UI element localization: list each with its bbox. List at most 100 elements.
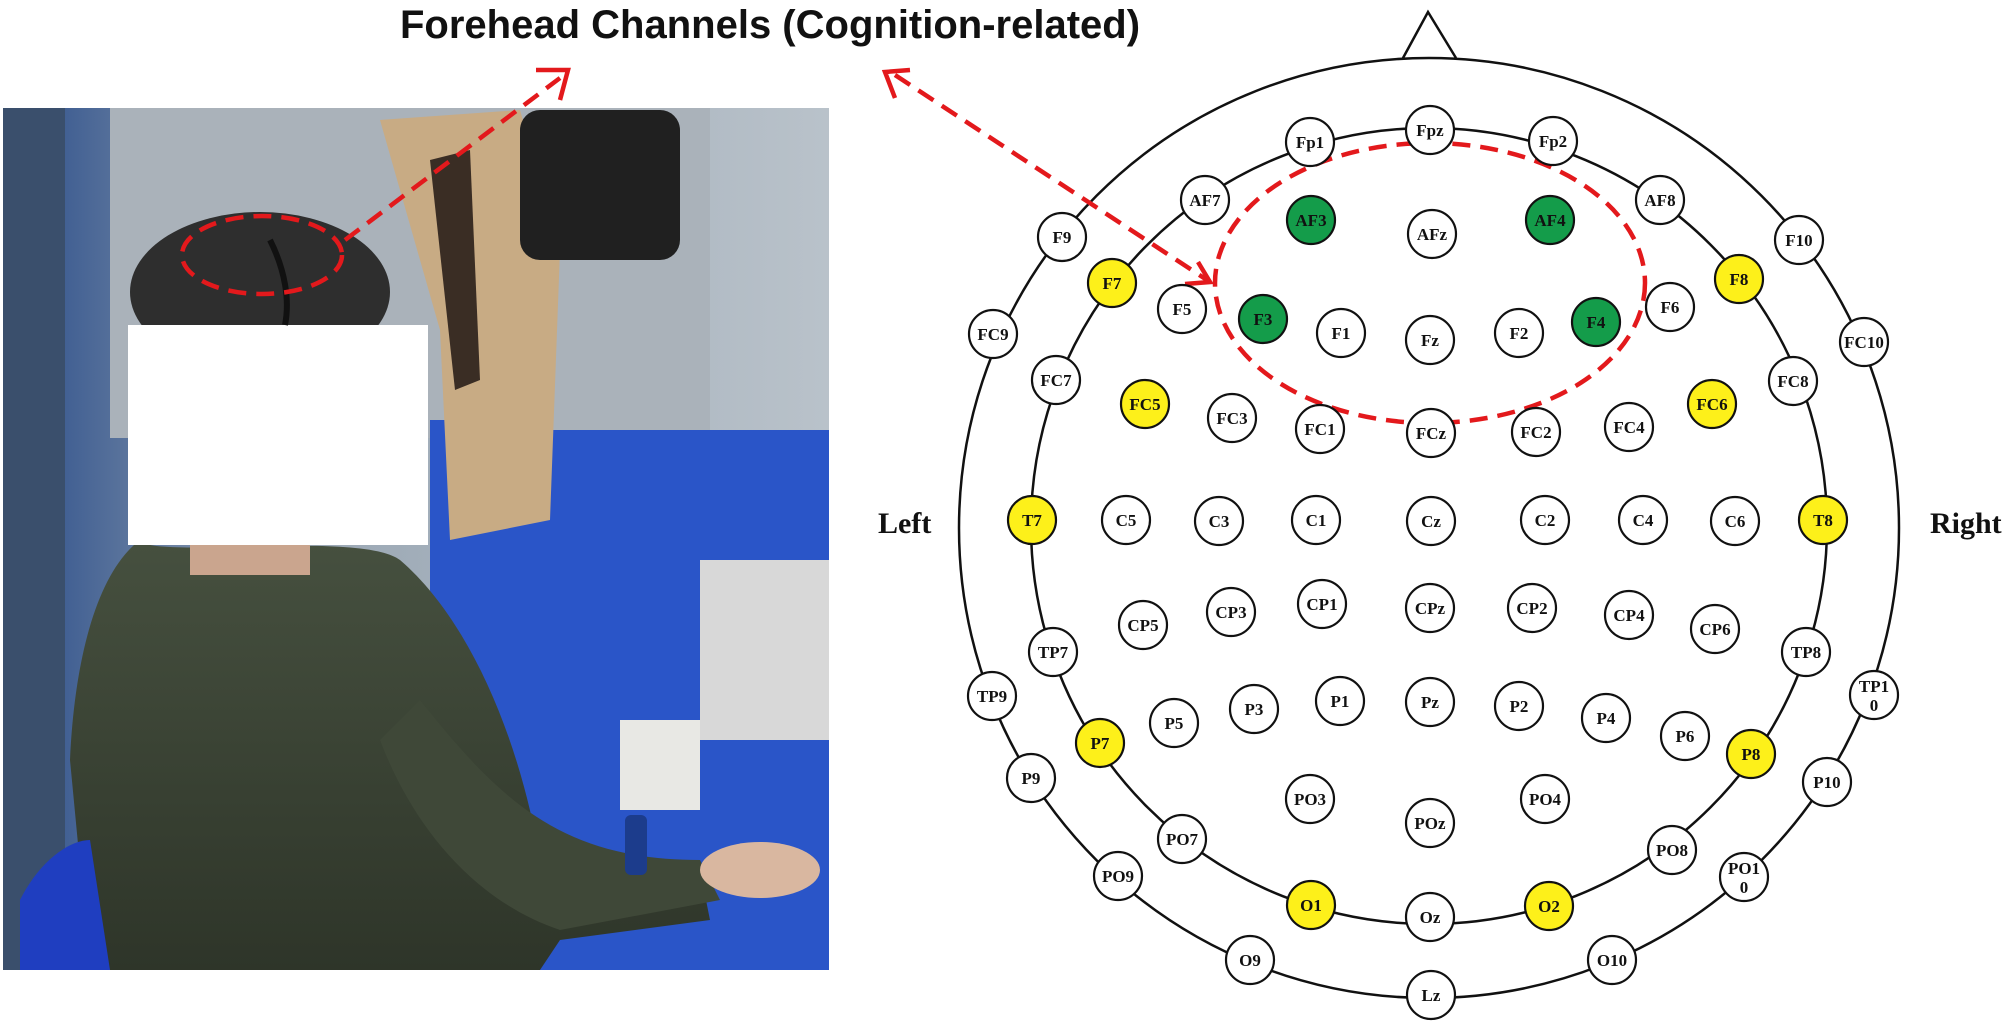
electrode-marker xyxy=(1404,891,1456,943)
electrode-marker xyxy=(1718,851,1770,903)
face-redaction-box xyxy=(128,325,428,545)
electrode-marker xyxy=(1179,174,1231,226)
electrode-marker xyxy=(1713,253,1765,305)
electrode-label: P3 xyxy=(1245,700,1264,719)
nose-icon xyxy=(1401,9,1458,59)
electrode-marker xyxy=(1285,879,1337,931)
electrode-label: C2 xyxy=(1535,511,1556,530)
electrode-marker xyxy=(1725,728,1777,780)
electrode-marker xyxy=(1580,692,1632,744)
electrode-p2: P2 xyxy=(1493,680,1545,732)
electrode-afz: AFz xyxy=(1406,208,1458,260)
electrode-marker xyxy=(1100,494,1152,546)
electrode-marker xyxy=(1709,495,1761,547)
electrode-label: P8 xyxy=(1742,745,1761,764)
electrode-marker xyxy=(1092,850,1144,902)
electrode-marker xyxy=(1404,797,1456,849)
electrode-marker xyxy=(1074,717,1126,769)
electrode-f6: F6 xyxy=(1644,281,1696,333)
electrode-marker xyxy=(1405,969,1457,1021)
electrode-af7: AF7 xyxy=(1179,174,1231,226)
electrode-marker xyxy=(1027,626,1079,678)
electrode-marker xyxy=(1506,582,1558,634)
electrode-marker xyxy=(1689,603,1741,655)
electrode-marker xyxy=(1646,824,1698,876)
electrode-marker xyxy=(1644,281,1696,333)
electrode-f2: F2 xyxy=(1493,307,1545,359)
electrode-marker xyxy=(1205,586,1257,638)
electrode-label: CP2 xyxy=(1516,599,1547,618)
electrode-marker xyxy=(1686,378,1738,430)
electrode-marker xyxy=(1030,354,1082,406)
electrode-label: F2 xyxy=(1510,324,1529,343)
electrode-o10: O10 xyxy=(1586,934,1638,986)
electrode-label: F8 xyxy=(1730,270,1749,289)
electrode-cp5: CP5 xyxy=(1117,599,1169,651)
electrode-af3: AF3 xyxy=(1285,194,1337,246)
electrode-label: CPz xyxy=(1415,599,1446,618)
electrode-label: T8 xyxy=(1813,511,1833,530)
electrode-marker xyxy=(1570,296,1622,348)
electrode-po4: PO4 xyxy=(1519,773,1571,825)
electrode-label: Fp1 xyxy=(1296,133,1324,152)
electrode-label-line2: 0 xyxy=(1870,696,1879,715)
electrode-marker xyxy=(1036,211,1088,263)
electrode-fc8: FC8 xyxy=(1767,355,1819,407)
electrode-oz: Oz xyxy=(1404,891,1456,943)
electrode-marker xyxy=(1193,495,1245,547)
electrode-marker xyxy=(1224,934,1276,986)
electrode-marker xyxy=(1314,675,1366,727)
electrode-fc10: FC10 xyxy=(1838,316,1890,368)
electrode-f10: F10 xyxy=(1773,214,1825,266)
electrode-marker xyxy=(1315,307,1367,359)
electrode-marker xyxy=(1285,194,1337,246)
electrode-label: TP9 xyxy=(977,687,1007,706)
electrode-fc9: FC9 xyxy=(967,308,1019,360)
electrode-cpz: CPz xyxy=(1404,582,1456,634)
electrode-marker xyxy=(1586,934,1638,986)
figure-title: Forehead Channels (Cognition-related) xyxy=(400,3,1140,47)
electrode-marker xyxy=(1206,392,1258,444)
electrode-p9: P9 xyxy=(1005,752,1057,804)
electrode-label: F5 xyxy=(1173,300,1192,319)
electrode-label: AF4 xyxy=(1534,211,1566,230)
electrode-label: POz xyxy=(1414,814,1446,833)
electrode-label-line1: PO1 xyxy=(1728,859,1760,878)
electrode-tp8: TP8 xyxy=(1780,626,1832,678)
electrode-cz: Cz xyxy=(1405,495,1457,547)
electrode-marker xyxy=(1524,194,1576,246)
electrode-label: C5 xyxy=(1116,511,1137,530)
electrode-marker xyxy=(1527,115,1579,167)
electrode-f7: F7 xyxy=(1086,257,1138,309)
electrode-label: F1 xyxy=(1332,324,1351,343)
electrode-label: F10 xyxy=(1785,231,1812,250)
right-label: Right xyxy=(1930,507,2002,540)
electrode-marker xyxy=(1603,401,1655,453)
electrode-label: O10 xyxy=(1597,951,1627,970)
electrode-t8: T8 xyxy=(1797,494,1849,546)
electrode-p8: P8 xyxy=(1725,728,1777,780)
electrode-label: AF3 xyxy=(1295,211,1326,230)
electrode-label: TP8 xyxy=(1791,643,1821,662)
electrode-cp2: CP2 xyxy=(1506,582,1558,634)
electrode-label: AFz xyxy=(1417,225,1448,244)
electrode-marker xyxy=(966,670,1018,722)
electrode-label: AF7 xyxy=(1189,191,1221,210)
electrode-label: CP3 xyxy=(1215,603,1246,622)
electrode-po7: PO7 xyxy=(1156,813,1208,865)
electrode-marker xyxy=(1405,407,1457,459)
electrode-label: F6 xyxy=(1661,298,1680,317)
electrode-label: AF8 xyxy=(1644,191,1675,210)
electrode-f3: F3 xyxy=(1237,293,1289,345)
electrode-label: T7 xyxy=(1022,511,1042,530)
electrode-f1: F1 xyxy=(1315,307,1367,359)
electrode-label-line1: TP1 xyxy=(1859,677,1889,696)
electrode-label: O9 xyxy=(1239,951,1261,970)
electrode-fz: Fz xyxy=(1404,314,1456,366)
electrode-label: Cz xyxy=(1421,512,1441,531)
electrode-pz: Pz xyxy=(1404,676,1456,728)
electrode-label: FC3 xyxy=(1216,409,1247,428)
left-label: Left xyxy=(878,507,931,540)
electrode-marker xyxy=(1406,208,1458,260)
electrode-label: FC2 xyxy=(1520,423,1551,442)
